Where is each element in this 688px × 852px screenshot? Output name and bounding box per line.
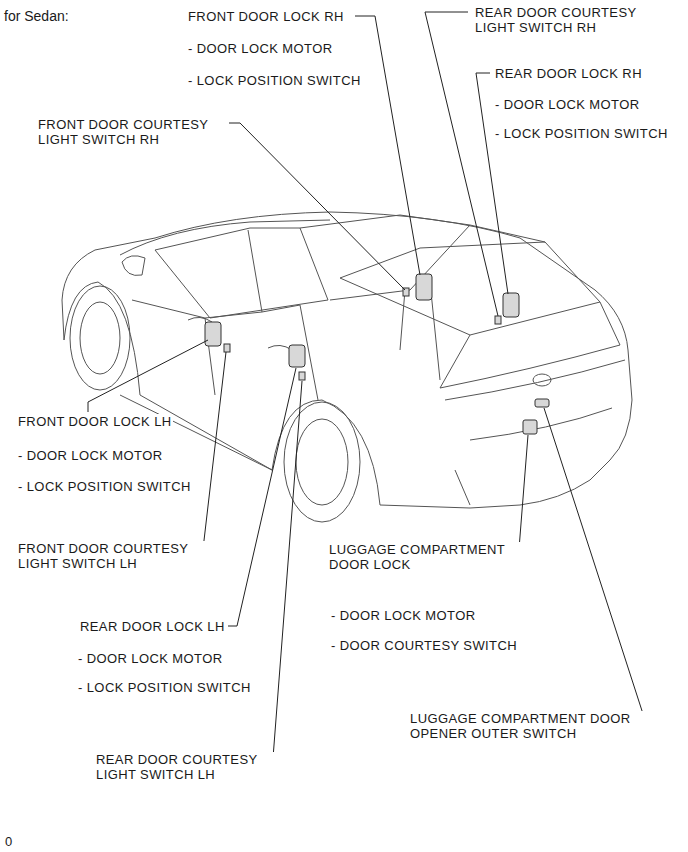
part-label: - DOOR LOCK MOTOR — [17, 448, 164, 463]
part-label: - LOCK POSITION SWITCH — [17, 479, 192, 494]
part-label: FRONT DOOR COURTESY LIGHT SWITCH RH — [37, 117, 229, 147]
part-label: - LOCK POSITION SWITCH — [77, 680, 252, 695]
part-label: - DOOR LOCK MOTOR — [77, 651, 224, 666]
part-label: - LOCK POSITION SWITCH — [494, 126, 669, 141]
part-label: FRONT DOOR LOCK LH — [17, 414, 173, 429]
part-label: - DOOR LOCK MOTOR — [494, 97, 641, 112]
part-label: - DOOR COURTESY SWITCH — [330, 638, 518, 653]
part-label: - LOCK POSITION SWITCH — [187, 73, 362, 88]
diagram-title: for Sedan: — [4, 8, 69, 24]
part-label: REAR DOOR LOCK LH — [79, 619, 226, 634]
part-label: - DOOR LOCK MOTOR — [330, 608, 477, 623]
part-label: REAR DOOR COURTESY LIGHT SWITCH RH — [474, 5, 661, 35]
part-label: FRONT DOOR LOCK RH — [187, 9, 345, 24]
part-label: 0 — [4, 834, 14, 849]
part-label: LUGGAGE COMPARTMENT DOOR LOCK — [328, 542, 530, 572]
part-label: REAR DOOR LOCK RH — [494, 66, 643, 81]
part-label: FRONT DOOR COURTESY LIGHT SWITCH LH — [17, 541, 209, 571]
part-label: LUGGAGE COMPARTMENT DOOR OPENER OUTER SW… — [409, 711, 661, 741]
part-label: - DOOR LOCK MOTOR — [187, 41, 334, 56]
part-label: REAR DOOR COURTESY LIGHT SWITCH LH — [95, 752, 282, 782]
